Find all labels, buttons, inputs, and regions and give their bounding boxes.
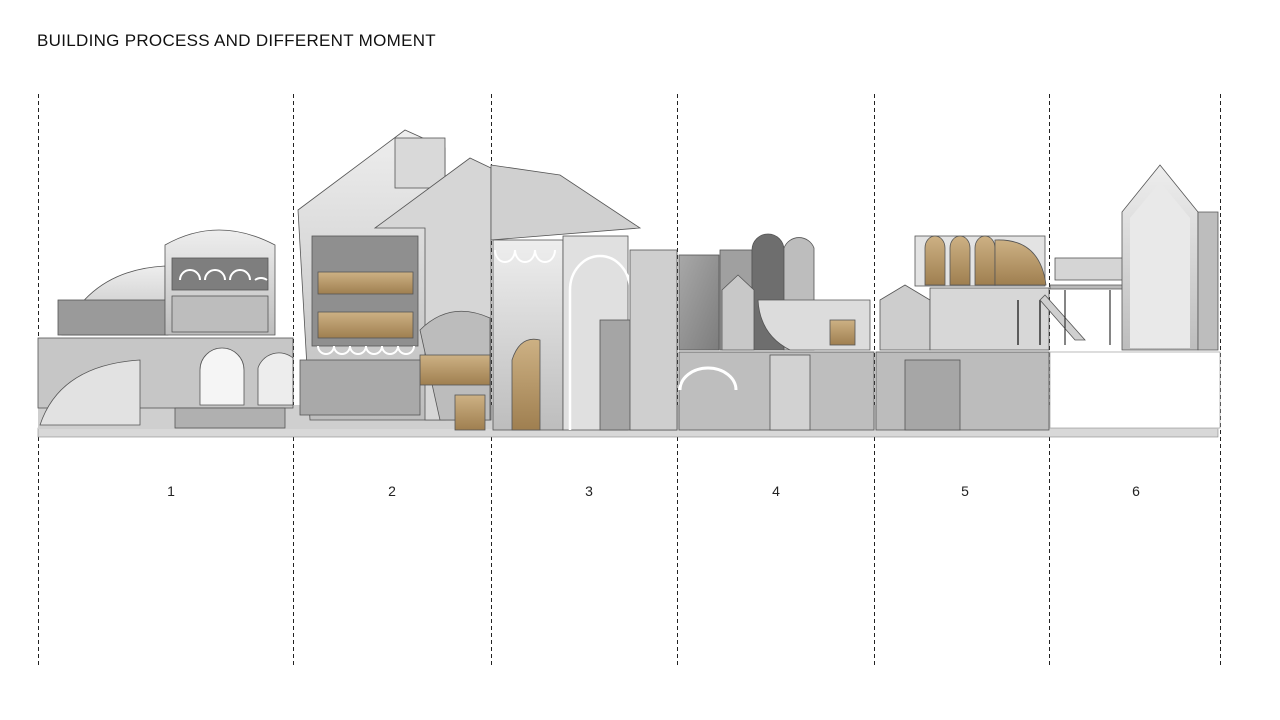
page-title: BUILDING PROCESS AND DIFFERENT MOMENT <box>37 31 436 50</box>
stage-label-6: 6 <box>1132 483 1140 499</box>
stage-label-4: 4 <box>772 483 780 499</box>
stage-label-3: 3 <box>585 483 593 499</box>
stage-label-2: 2 <box>388 483 396 499</box>
stage-1-model <box>37 229 294 429</box>
stage-4-model <box>678 233 875 431</box>
stage-dividers <box>38 94 1221 666</box>
stage-3-model <box>490 164 678 431</box>
stage-5-model <box>875 235 1050 431</box>
stage-label-5: 5 <box>961 483 969 499</box>
stage-2-model <box>297 129 492 431</box>
stage-label-1: 1 <box>167 483 175 499</box>
stage-6-model <box>1039 164 1221 429</box>
